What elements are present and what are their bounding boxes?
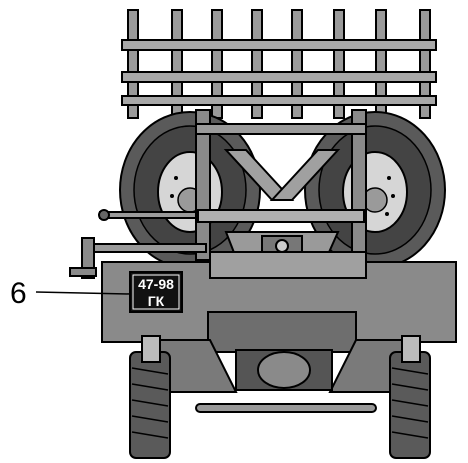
license-plate-line2: ГК (148, 293, 165, 309)
rear-axle (148, 339, 416, 413)
callout-6: 6 (10, 277, 131, 310)
right-rear-tire (389, 335, 431, 459)
launcher-rail-frame (121, 9, 437, 119)
callout-leader-line (35, 291, 131, 295)
hand-crank (69, 237, 207, 279)
license-plate-line1: 47-98 (138, 276, 174, 292)
callout-number: 6 (10, 277, 27, 310)
left-rear-tire (129, 335, 171, 459)
frame-crossmember (98, 109, 367, 261)
license-plate: 47-98 ГК (129, 271, 183, 313)
